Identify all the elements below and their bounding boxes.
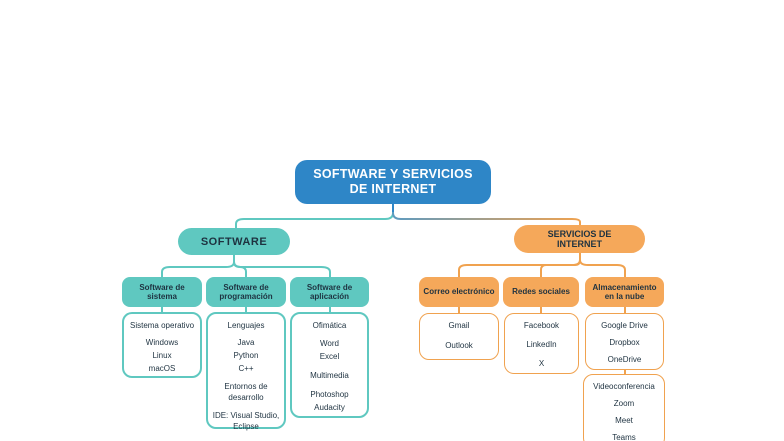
list-item: LinkedIn xyxy=(526,340,557,349)
list-item: Entornos de desarrollo xyxy=(224,382,268,402)
list-item: Windows xyxy=(145,338,179,347)
list-redes-sociales: Facebook LinkedIn X xyxy=(504,313,579,374)
list-software-sistema: Sistema operativo Windows Linux macOS xyxy=(122,312,202,378)
connector-servicios-correo xyxy=(458,259,581,278)
connector-root-software xyxy=(235,212,394,229)
list-item: Gmail xyxy=(448,321,470,330)
list-item: Multimedia xyxy=(310,371,349,380)
connector-software-aplicacion xyxy=(233,261,331,278)
list-item: Sistema operativo xyxy=(129,321,195,330)
connector-root-servicios xyxy=(392,212,581,226)
category-software-programacion: Software de programación xyxy=(206,277,286,307)
list-item: Ofimática xyxy=(312,321,347,330)
list-item: Lenguajes xyxy=(227,321,265,330)
branch-software: SOFTWARE xyxy=(178,228,290,255)
list-correo-electronico: Gmail Outlook xyxy=(419,313,499,360)
list-item: Photoshop xyxy=(310,390,349,399)
root-node-title: SOFTWARE Y SERVICIOS DE INTERNET xyxy=(295,160,491,204)
list-item: macOS xyxy=(148,364,176,373)
list-item: Linux xyxy=(152,351,172,360)
list-item: IDE: Visual Studio, Eclipse xyxy=(212,411,280,431)
category-software-aplicacion: Software de aplicación xyxy=(290,277,369,307)
list-videoconferencia: Videoconferencia Zoom Meet Teams xyxy=(583,374,665,441)
category-correo-electronico: Correo electrónico xyxy=(419,277,499,307)
connector-software-sistema xyxy=(161,261,235,278)
list-item: Dropbox xyxy=(609,338,640,347)
list-item: C++ xyxy=(238,364,254,373)
list-item: Facebook xyxy=(523,321,560,330)
list-item: Python xyxy=(233,351,259,360)
list-item: Teams xyxy=(612,433,636,441)
list-item: X xyxy=(538,359,545,368)
connector-servicios-nube xyxy=(579,259,626,278)
connector-servicios-redes xyxy=(540,259,581,278)
list-item: Audacity xyxy=(314,403,345,412)
list-item: Word xyxy=(320,339,339,348)
list-item: Java xyxy=(237,338,255,347)
list-item: Zoom xyxy=(613,399,635,408)
category-software-sistema: Software de sistema xyxy=(122,277,202,307)
category-almacenamiento-nube: Almacenamiento en la nube xyxy=(585,277,664,307)
connector-software-programacion xyxy=(233,261,247,278)
list-item: Google Drive xyxy=(601,321,648,330)
list-item: OneDrive xyxy=(607,355,642,364)
list-software-programacion: Lenguajes Java Python C++ Entornos de de… xyxy=(206,312,286,431)
list-software-aplicacion: Ofimática Word Excel Multimedia Photosho… xyxy=(290,312,369,418)
list-item: Outlook xyxy=(445,341,473,350)
list-almacenamiento-nube: Google Drive Dropbox OneDrive xyxy=(585,313,664,370)
list-item: Videoconferencia xyxy=(593,382,655,391)
list-item: Meet xyxy=(615,416,633,425)
branch-servicios-internet: SERVICIOS DE INTERNET xyxy=(514,225,645,253)
list-item: Excel xyxy=(319,352,340,361)
category-redes-sociales: Redes sociales xyxy=(503,277,579,307)
